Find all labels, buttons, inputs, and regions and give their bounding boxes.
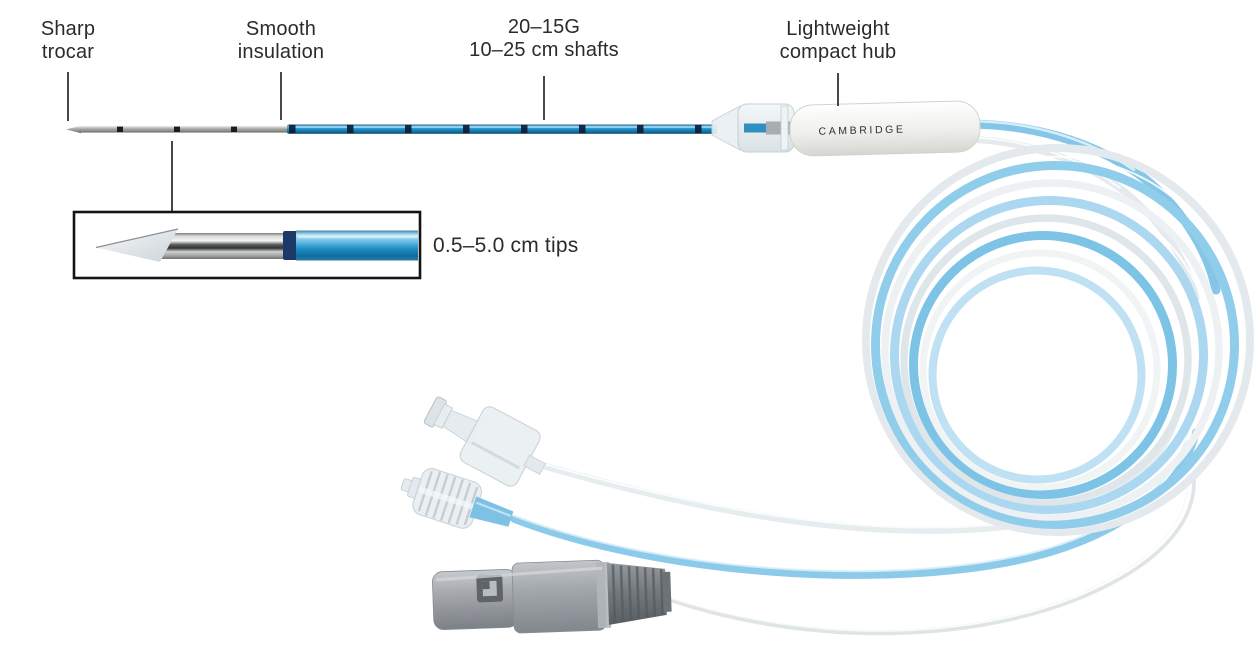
label-compact-hub: Lightweight compact hub xyxy=(738,18,938,64)
label-compact-hub-line1: Lightweight xyxy=(786,18,890,40)
inset-needle-tip xyxy=(95,228,418,262)
label-sharp-trocar-line2: trocar xyxy=(41,41,95,63)
hub-body xyxy=(789,100,981,157)
connector-cable xyxy=(662,476,1196,636)
label-tip-lengths: 0.5–5.0 cm tips xyxy=(433,234,579,257)
device-hub: CAMBRIDGE xyxy=(711,100,981,157)
tubing-coil xyxy=(862,144,1254,536)
depth-marks-metal xyxy=(117,126,237,132)
trocar-tip xyxy=(66,125,81,134)
needle-shaft xyxy=(66,124,717,134)
label-smooth-insulation-line2: insulation xyxy=(237,41,325,63)
label-sharp-trocar: Sharp trocar xyxy=(18,18,118,64)
leader-lines xyxy=(67,72,839,212)
label-shaft-sizes-line2: 10–25 cm shafts xyxy=(469,39,619,61)
hub-brand-text: CAMBRIDGE xyxy=(818,123,905,137)
depth-marks-blue xyxy=(289,124,702,134)
label-smooth-insulation: Smooth insulation xyxy=(200,18,362,64)
label-smooth-insulation-line1: Smooth xyxy=(245,18,317,40)
label-sharp-trocar-line1: Sharp xyxy=(40,18,96,40)
label-compact-hub-line2: compact hub xyxy=(779,41,897,63)
label-shaft-sizes: 20–15G 10–25 cm shafts xyxy=(424,16,664,62)
female-luer-connector xyxy=(423,396,546,487)
power-connector xyxy=(432,559,672,634)
label-shaft-sizes-line1: 20–15G xyxy=(507,16,581,38)
metal-shaft xyxy=(79,126,288,133)
tip-inset-box xyxy=(72,210,422,280)
male-luer-connector xyxy=(400,468,514,529)
